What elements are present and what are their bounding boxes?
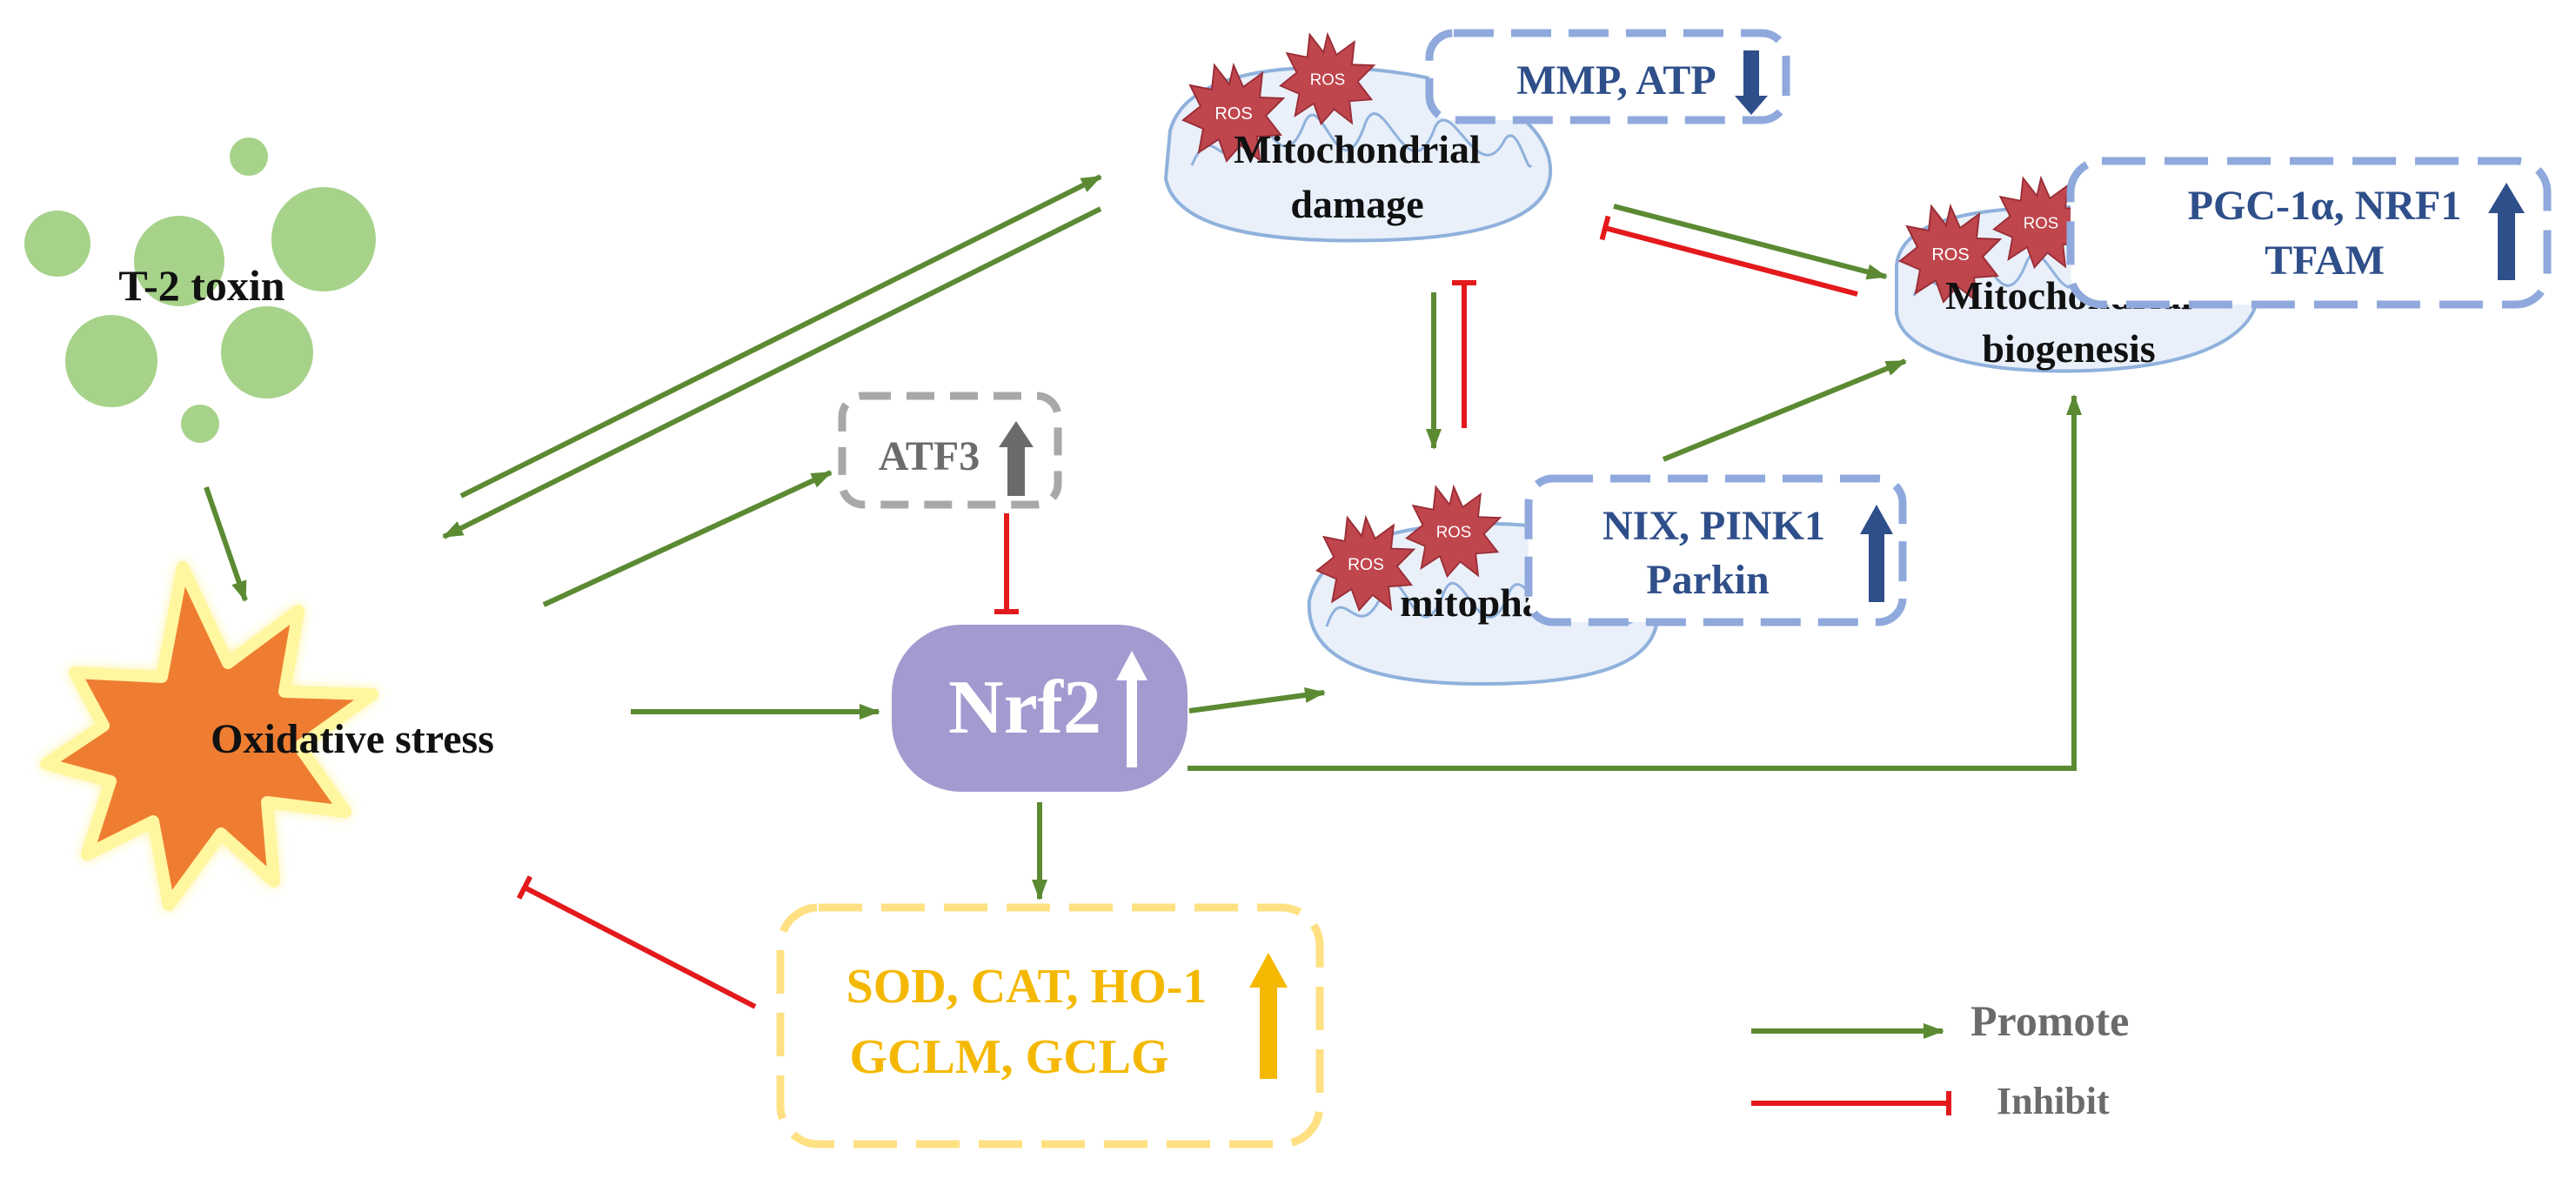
edge-nrf2-to-mitophagy — [1188, 687, 1326, 713]
edge-mito-damage-to-biogenesis — [1613, 204, 1888, 280]
mitophagy-markers-box: NIX, PINK1 Parkin — [1524, 474, 1907, 626]
legend-inhibit-label: Inhibit — [1997, 1080, 2110, 1122]
legend: Promote Inhibit — [1751, 996, 2129, 1122]
nrf2-up-arrow-icon — [1116, 651, 1147, 767]
edge-nrf2-to-biogenesis — [1188, 394, 2082, 771]
oxidative-stress-label: Oxidative stress — [211, 716, 494, 762]
nrf2-label: Nrf2 — [948, 666, 1101, 750]
legend-promote-label: Promote — [1970, 996, 2129, 1045]
atf3-up-arrow-icon — [999, 421, 1034, 496]
mito-damage-label-line2: damage — [1290, 182, 1423, 226]
biogenesis-markers-line2: TFAM — [2265, 238, 2385, 284]
edge-mitophagy-to-biogenesis — [1662, 358, 1907, 462]
atf3-node: ATF3 — [838, 392, 1062, 509]
legend-inhibit: Inhibit — [1751, 1080, 2110, 1122]
nrf2-node: Nrf2 — [892, 625, 1188, 792]
antioxidant-markers-line2: GCLM, GCLG — [849, 1030, 1168, 1084]
up-arrow-icon — [1860, 505, 1893, 602]
edge-mito-damage-to-oxidative — [442, 206, 1102, 539]
biogenesis-markers-line1: PGC-1α, NRF1 — [2188, 183, 2462, 229]
edge-oxidative-to-atf3 — [542, 470, 833, 607]
mito-damage-label-line1: Mitochondrial — [1234, 127, 1481, 171]
mitophagy-markers-line1: NIX, PINK1 — [1602, 503, 1825, 549]
down-arrow-icon — [1735, 50, 1768, 115]
damage-markers-text: MMP, ATP — [1516, 57, 1716, 104]
edge-biogenesis-inhibits-mito-damage — [1599, 215, 1858, 297]
up-arrow-icon — [1249, 953, 1288, 1079]
biogenesis-markers-box: PGC-1α, NRF1 TFAM — [2066, 157, 2552, 309]
legend-promote: Promote — [1751, 996, 2129, 1045]
edge-oxidative-to-mito-damage — [459, 174, 1102, 499]
antioxidant-markers-box: SOD, CAT, HO-1 GCLM, GCLG — [776, 903, 1324, 1148]
antioxidant-markers-line1: SOD, CAT, HO-1 — [846, 960, 1208, 1014]
up-arrow-icon — [2488, 183, 2525, 280]
mito-biogenesis-label-line2: biogenesis — [1982, 326, 2155, 371]
mitophagy-markers-line2: Parkin — [1646, 557, 1769, 603]
toxin-cluster: T-2 toxin — [24, 137, 376, 443]
edge-toxin-to-oxidative — [204, 486, 248, 602]
damage-markers-box: MMP, ATP — [1425, 29, 1790, 124]
edge-antioxidants-inhibit-oxidative — [516, 875, 757, 1009]
toxin-label: T-2 toxin — [118, 261, 284, 310]
oxidative-stress-node: Oxidative stress — [40, 561, 494, 911]
atf3-label: ATF3 — [879, 433, 980, 479]
